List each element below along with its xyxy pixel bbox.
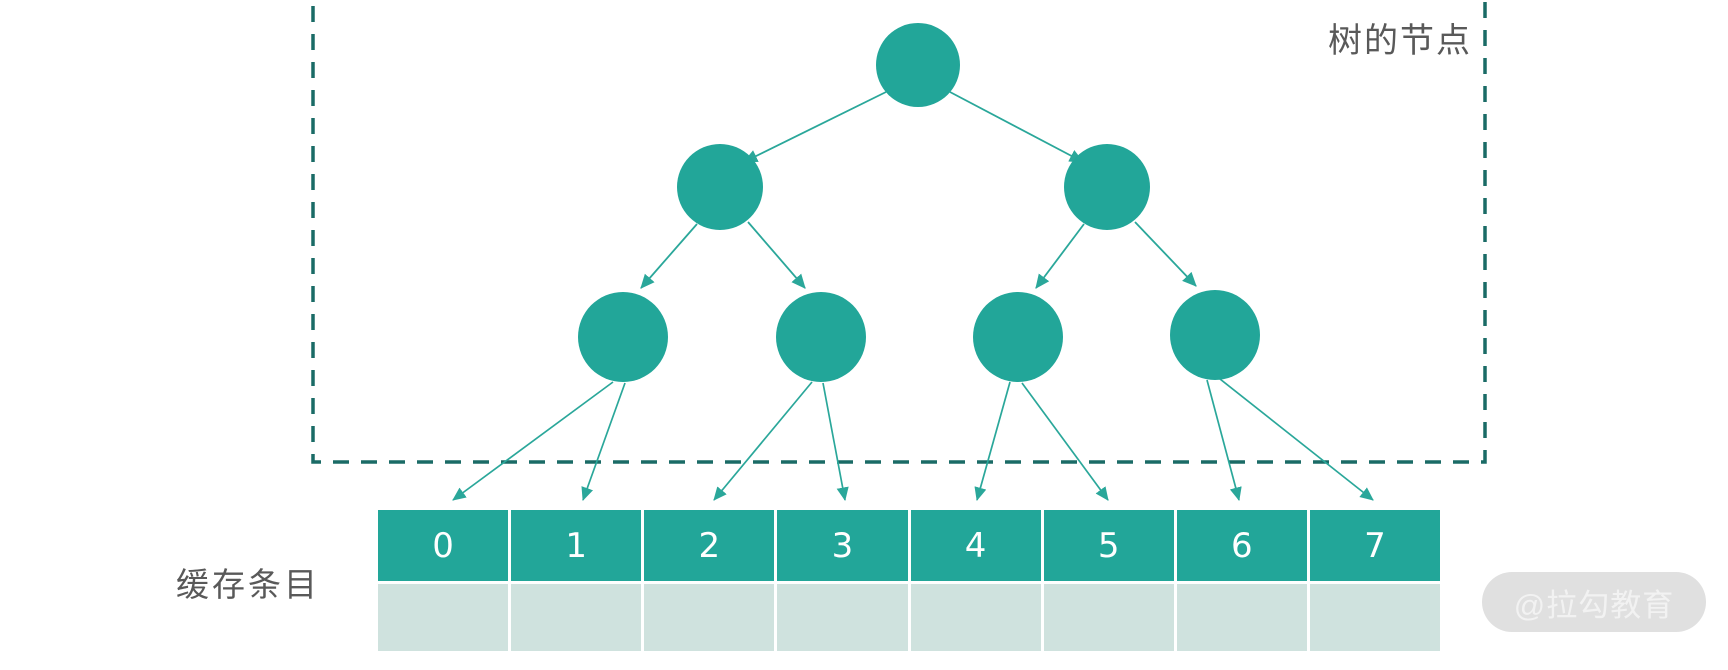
cache-index-cell[interactable]: 3 [777,510,908,581]
cache-slot-cell[interactable] [1309,584,1440,651]
cache-edge-L2b-cell2 [713,381,813,501]
cache-edge-R2a-cell4 [974,381,1011,501]
cache-index-row: 0 1 2 3 4 5 6 7 [378,510,1440,581]
tree-node-level1-right [1064,144,1150,230]
cache-index-cell[interactable]: 0 [378,510,509,581]
tree-nodes-group [578,23,1260,382]
tree-edges-group [640,91,1197,289]
cache-slot-cell[interactable] [378,584,509,651]
cache-edge-L2a-cell1 [581,382,626,501]
tree-edge-R1-R2b [1134,221,1197,287]
tree-node-level2-b [776,292,866,382]
cache-edge-L2a-cell0 [452,381,614,501]
tree-edge-L1-L2b [747,221,806,289]
cache-slot-cell[interactable] [511,584,642,651]
tree-region-dashed-box [311,0,1487,464]
cache-pointer-edges-group [452,378,1374,502]
cache-slot-row [378,584,1440,651]
cache-edge-R2b-cell6 [1206,379,1242,501]
tree-node-level1-left [677,144,763,230]
watermark-text: @拉勾教育 [1513,587,1675,623]
tree-region-label: 树的节点 [1328,22,1472,60]
tree-node-level2-c [973,292,1063,382]
tree-node-root [876,23,960,107]
cache-index-cell[interactable]: 1 [511,510,642,581]
cache-table: 0 1 2 3 4 5 6 7 [378,510,1440,651]
tree-edge-root-L1 [743,91,887,163]
cache-edge-R2b-cell7 [1219,378,1374,501]
cache-edge-R2a-cell5 [1021,382,1109,501]
cache-slot-cell[interactable] [1176,584,1307,651]
tree-node-level2-a [578,292,668,382]
cache-index-cell[interactable]: 2 [644,510,775,581]
tree-edge-root-R1 [949,91,1084,163]
cache-slot-cell[interactable] [777,584,908,651]
tree-edge-L1-L2a [640,223,698,289]
cache-index-cell[interactable]: 7 [1309,510,1440,581]
tree-node-level2-d [1170,290,1260,380]
cache-index-cell[interactable]: 6 [1176,510,1307,581]
watermark-badge: @拉勾教育 [1482,572,1706,632]
tree-edge-R1-R2a [1035,223,1085,289]
cache-row-label: 缓存条目 [176,566,320,603]
cache-edge-L2b-cell3 [822,382,849,502]
cache-index-cell[interactable]: 5 [1043,510,1174,581]
cache-index-cell[interactable]: 4 [910,510,1041,581]
cache-slot-cell[interactable] [644,584,775,651]
cache-slot-cell[interactable] [1043,584,1174,651]
cache-slot-cell[interactable] [910,584,1041,651]
